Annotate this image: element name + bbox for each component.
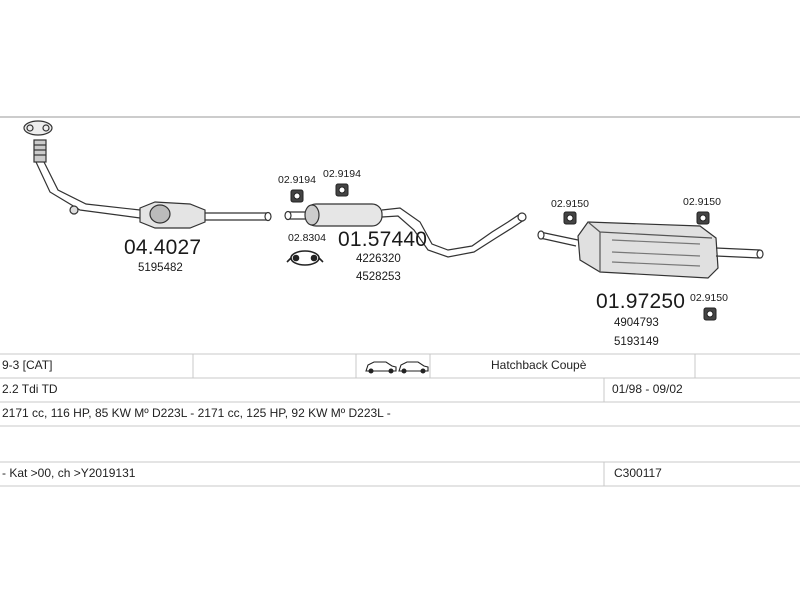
middle-silencer-oe-number-2: 4528253 xyxy=(356,271,401,283)
pipe-hanger-icon xyxy=(69,205,79,215)
info-table-grid xyxy=(0,353,800,487)
rear-silencer-oe-number-1: 4904793 xyxy=(614,317,659,329)
rear-silencer-part-number: 01.97250 xyxy=(596,290,686,313)
front-pipe-drawing xyxy=(23,120,272,229)
clamp-label-2: 02.9194 xyxy=(323,168,361,180)
engine-details-cell: 2171 cc, 116 HP, 85 KW Mº D223L - 2171 c… xyxy=(2,406,391,420)
clamp-label-6: 02.9150 xyxy=(690,292,728,304)
clamp-label-1: 02.9194 xyxy=(278,174,316,186)
engine-cell: 2.2 Tdi TD xyxy=(2,382,58,396)
middle-silencer-oe-number-1: 4226320 xyxy=(356,253,401,265)
middle-silencer-drawing xyxy=(284,203,527,258)
front-pipe-part-number: 04.4027 xyxy=(124,236,202,259)
pipe-clamp-icon xyxy=(286,250,324,266)
body-type-cell: Hatchback Coupè xyxy=(491,358,587,372)
two-car-silhouettes-icon xyxy=(365,361,429,374)
code-cell: C300117 xyxy=(614,466,662,480)
front-pipe-oe-number: 5195482 xyxy=(138,262,183,274)
clamp-label-3: 02.8304 xyxy=(288,232,326,244)
front-flange-icon xyxy=(23,120,53,136)
hanger-rubber-icons xyxy=(290,183,717,321)
middle-silencer-part-number: 01.57440 xyxy=(338,228,428,251)
rear-silencer-drawing xyxy=(537,221,764,279)
rear-silencer-oe-number-2: 5193149 xyxy=(614,336,659,348)
clamp-label-5: 02.9150 xyxy=(683,196,721,208)
model-cell: 9-3 [CAT] xyxy=(2,358,53,372)
kat-cell: - Kat >00, ch >Y2019131 xyxy=(2,466,136,480)
clamp-label-4: 02.9150 xyxy=(551,198,589,210)
years-cell: 01/98 - 09/02 xyxy=(612,382,683,396)
